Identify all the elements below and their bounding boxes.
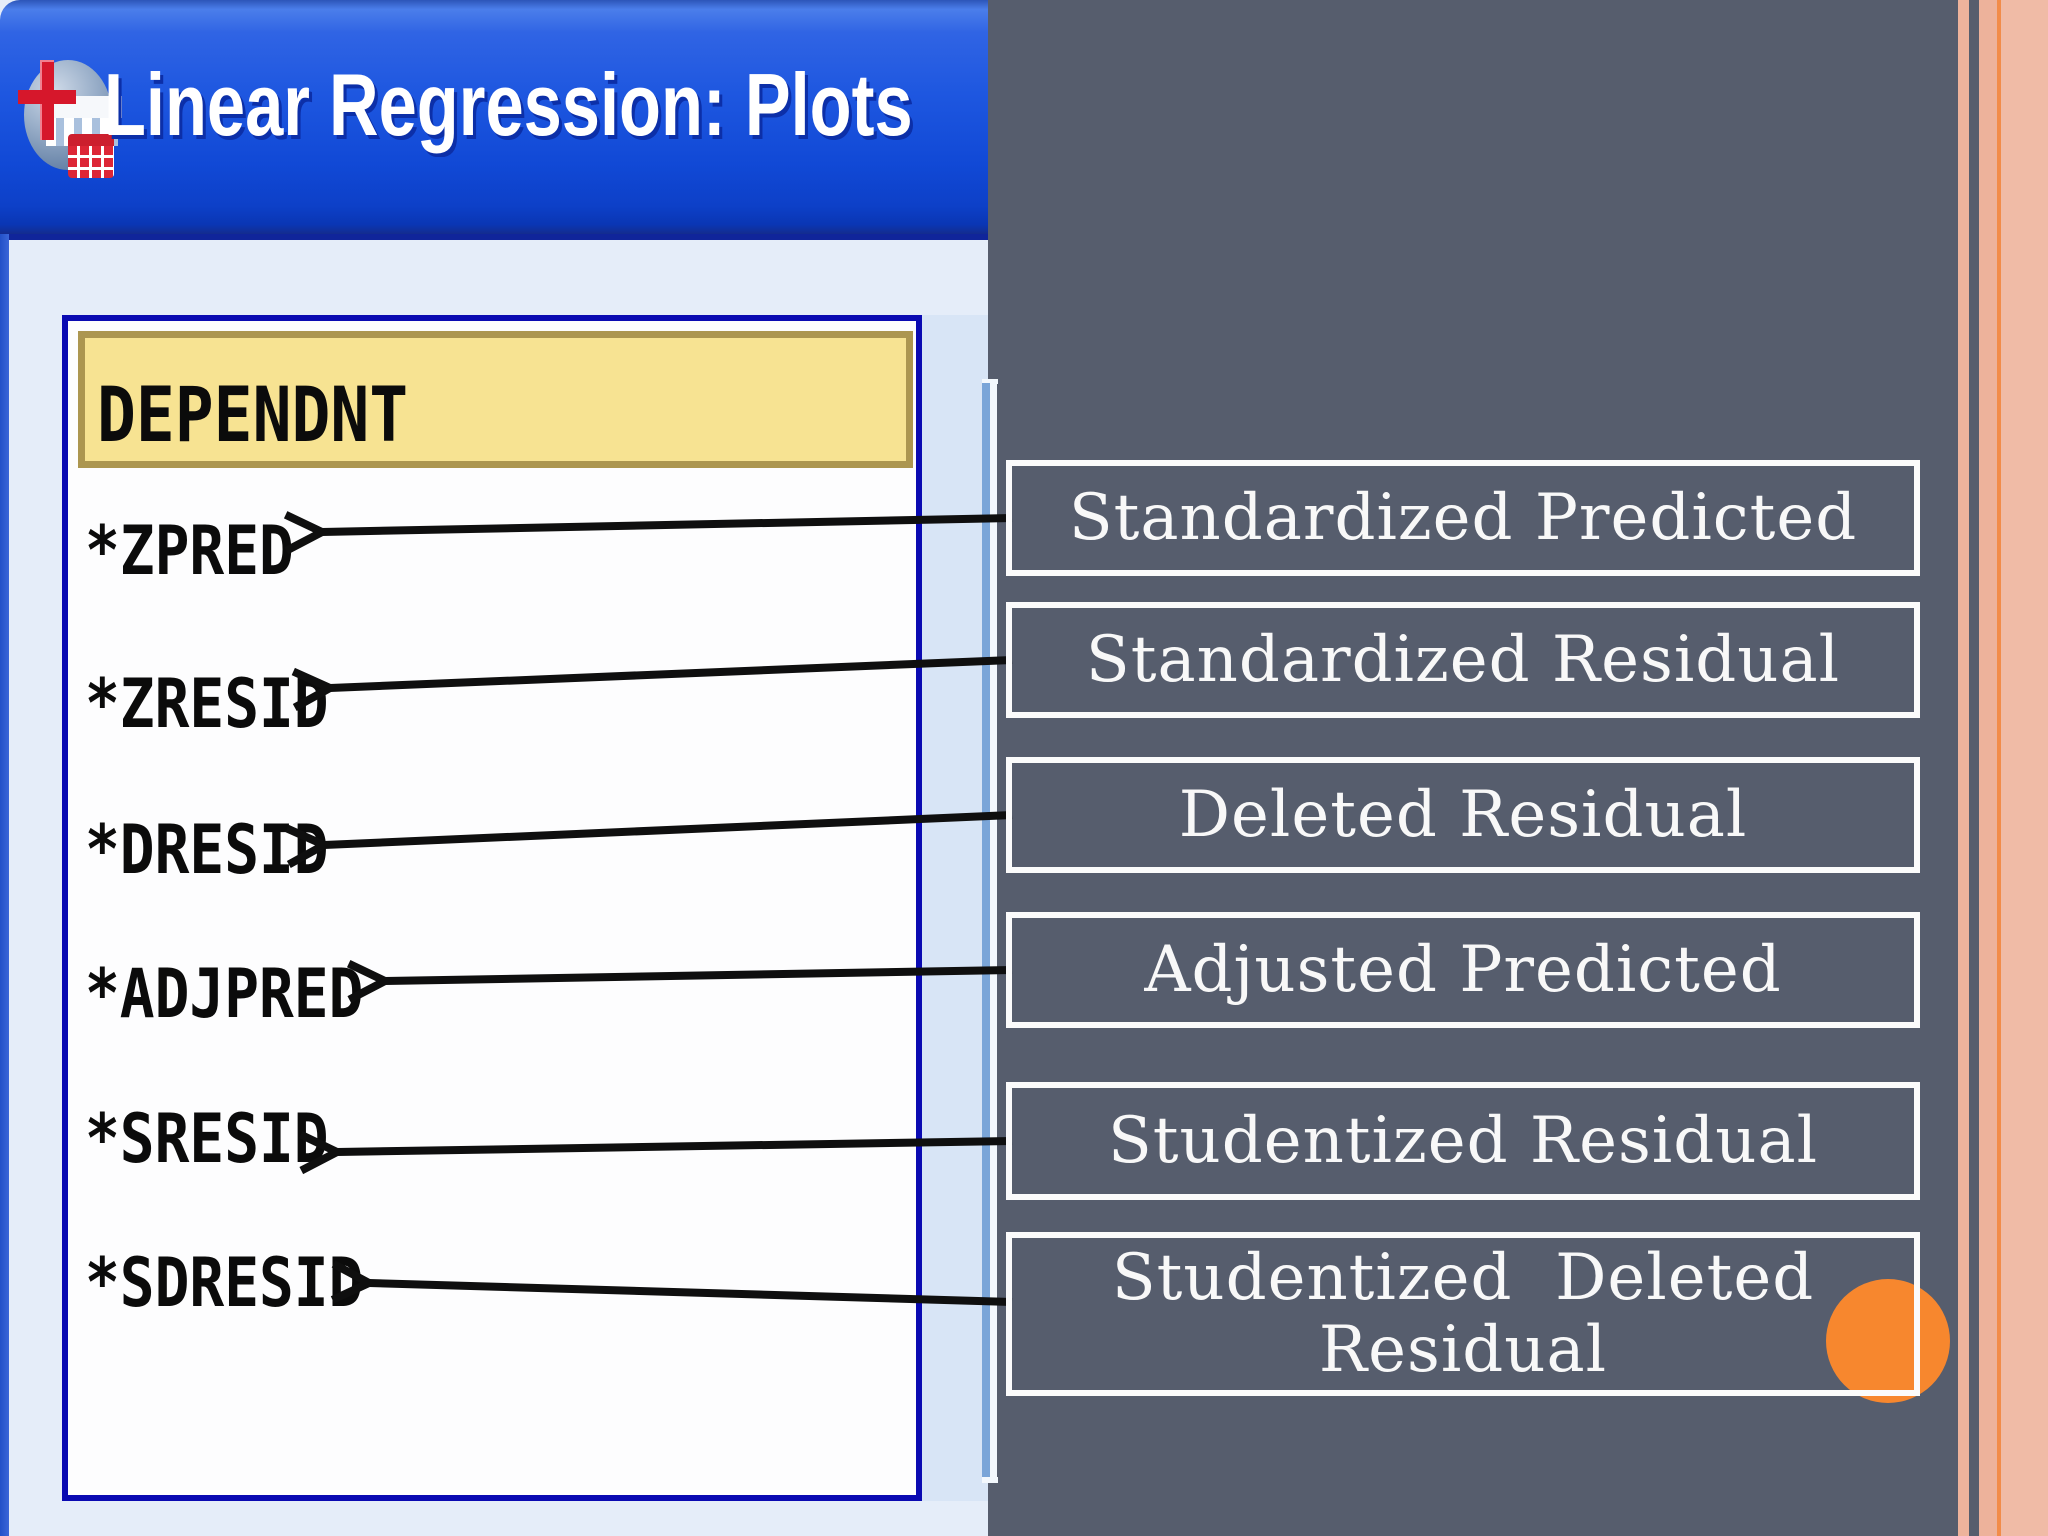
list-item-dresid[interactable]: *DRESID	[85, 811, 329, 890]
label-box-deleted-residual: Deleted Residual	[1006, 757, 1920, 873]
edge-stripe-orange	[1997, 0, 2001, 1536]
list-item-adjpred[interactable]: *ADJPRED	[85, 955, 364, 1034]
label-text: Standardized Residual	[1085, 623, 1841, 697]
label-text: Standardized Predicted	[1068, 481, 1858, 555]
second-listbox-fragment	[982, 1477, 998, 1483]
label-text: Residual	[1318, 1313, 1608, 1387]
label-text: Deleted Residual	[1178, 778, 1748, 852]
accent-circle	[1826, 1279, 1950, 1403]
spss-app-icon	[16, 34, 122, 178]
edge-stripe-salmon	[1979, 0, 1997, 1536]
list-item-zpred[interactable]: *ZPRED	[85, 512, 294, 591]
second-listbox-fragment	[990, 383, 997, 1478]
list-item-sresid[interactable]: *SRESID	[85, 1100, 329, 1179]
label-box-studentized-deleted-residual: Studentized Deleted Residual	[1006, 1232, 1920, 1396]
annotation-panel	[988, 0, 2048, 1536]
second-listbox-fragment	[982, 379, 998, 384]
list-item-sdresid[interactable]: *SDRESID	[85, 1244, 364, 1323]
second-listbox-border	[982, 383, 990, 1483]
label-box-standardized-residual: Standardized Residual	[1006, 602, 1920, 718]
label-box-studentized-residual: Studentized Residual	[1006, 1082, 1920, 1200]
list-item-dependnt-selected[interactable]: DEPENDNT	[78, 331, 913, 468]
dialog-background-strip	[922, 315, 988, 1501]
dialog-title: Linear Regression: Plots	[104, 55, 913, 154]
spss-dialog: Linear Regression: Plots DEPENDNT *ZPRED…	[0, 0, 990, 1536]
list-item-label: DEPENDNT	[97, 370, 409, 459]
edge-stripe-salmon	[2001, 0, 2048, 1536]
edge-stripe-salmon	[1958, 0, 1969, 1536]
label-text: Studentized Residual	[1107, 1104, 1819, 1178]
label-box-standardized-predicted: Standardized Predicted	[1006, 460, 1920, 576]
icon-plus	[18, 90, 76, 104]
icon-calculator	[68, 134, 114, 178]
label-box-adjusted-predicted: Adjusted Predicted	[1006, 912, 1920, 1028]
window-left-border	[0, 234, 9, 1536]
list-item-zresid[interactable]: *ZRESID	[85, 665, 329, 744]
label-text: Studentized Deleted	[1111, 1241, 1815, 1315]
variable-listbox[interactable]	[62, 315, 922, 1501]
dialog-title-bar: Linear Regression: Plots	[0, 0, 988, 240]
label-text: Adjusted Predicted	[1144, 933, 1782, 1007]
